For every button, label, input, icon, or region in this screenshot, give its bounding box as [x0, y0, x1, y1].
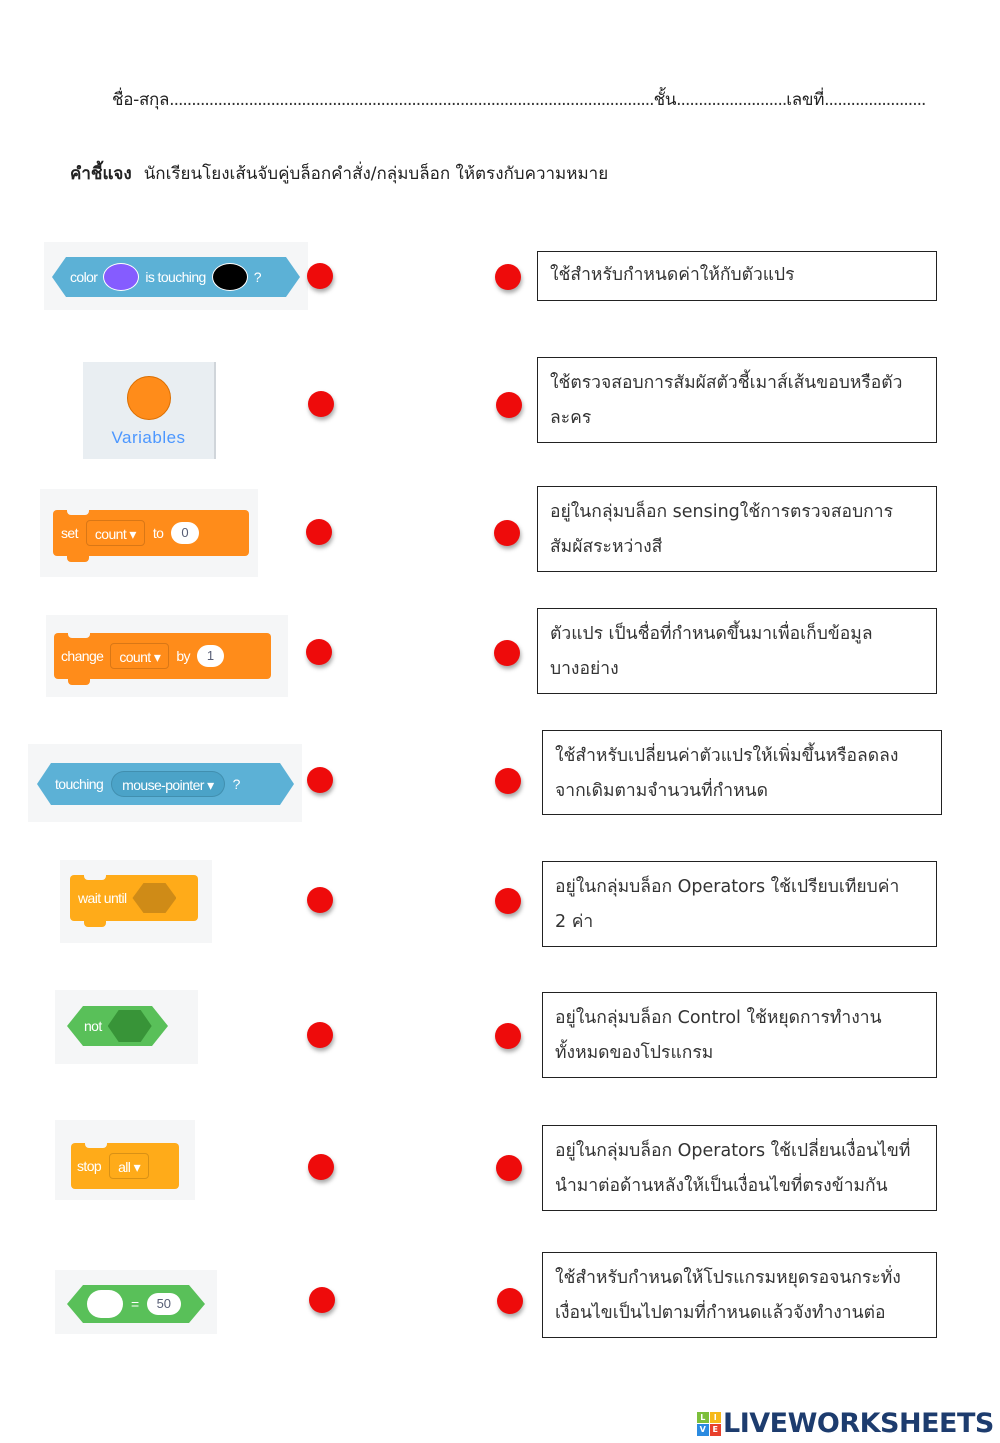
class-label: ชั้น [653, 90, 677, 110]
block-stop: stop all ▾ [71, 1142, 179, 1189]
description-box-7: อยู่ในกลุ่มบล็อก Control ใช้หยุดการทำงาน… [542, 992, 937, 1078]
description-text: ใช้ตรวจสอบการสัมผัสตัวชี้เมาส์เส้นขอบหรื… [550, 373, 903, 393]
right-match-dot-3[interactable] [494, 520, 520, 546]
value-input: 0 [171, 522, 199, 544]
liveworksheets-logo: L I V E LIVEWORKSHEETS [697, 1408, 994, 1439]
block-color-is-touching: color is touching ? [52, 257, 300, 297]
description-text: ละคร [550, 408, 592, 428]
left-match-dot-5[interactable] [307, 767, 333, 793]
logo-icon: L I V E [697, 1411, 721, 1436]
right-match-dot-9[interactable] [497, 1288, 523, 1314]
description-text: 2 ค่า [555, 912, 594, 932]
left-match-dot-1[interactable] [307, 263, 333, 289]
number-label: เลขที่ [786, 90, 825, 110]
class-field[interactable]: ......................... [676, 90, 787, 110]
block-text: ? [232, 776, 240, 792]
description-text: นำมาต่อด้านหลังให้เป็นเงื่อนไขที่ตรงข้าม… [555, 1176, 888, 1196]
description-box-1: ใช้สำหรับกำหนดค่าให้กับตัวแปร [537, 251, 937, 301]
block-text: is touching [145, 269, 206, 285]
variables-category-label: Variables [111, 428, 186, 447]
block-text: = [131, 1296, 139, 1312]
description-text: ใช้สำหรับกำหนดให้โปรแกรมหยุดรอจนกระทั่ง [555, 1268, 901, 1288]
description-box-9: ใช้สำหรับกำหนดให้โปรแกรมหยุดรอจนกระทั่ง … [542, 1252, 937, 1338]
description-text: จากเดิมตามจำนวนที่กำหนด [555, 781, 768, 801]
description-text: อยู่ในกลุ่มบล็อก Operators ใช้เปลี่ยนเงื… [555, 1141, 911, 1161]
block-text: touching [55, 776, 104, 792]
description-text: ใช้สำหรับเปลี่ยนค่าตัวแปรให้เพิ่มขึ้นหรื… [555, 746, 899, 766]
instruction-text: นักเรียนโยงเส้นจับคู่บล็อกคำสั่ง/กลุ่มบล… [143, 164, 609, 184]
variable-dropdown: count ▾ [110, 643, 170, 669]
description-text: เงื่อนไขเป็นไปตามที่กำหนดแล้วจังทำงานต่อ [555, 1303, 886, 1323]
block-wait-until: wait until [70, 874, 198, 927]
variables-category-icon [127, 376, 171, 420]
color-swatch-purple [103, 263, 139, 291]
right-match-dot-6[interactable] [495, 888, 521, 914]
number-field[interactable]: ....................... [824, 90, 926, 110]
instruction: คำชี้แจง นักเรียนโยงเส้นจับคู่บล็อกคำสั่ง… [70, 160, 608, 187]
block-touching: touching mouse-pointer ▾ ? [37, 763, 294, 805]
description-box-4: ตัวแปร เป็นชื่อที่กำหนดขึ้นมาเพื่อเก็บข้… [537, 608, 937, 694]
object-dropdown: mouse-pointer ▾ [111, 771, 224, 797]
value-input: 50 [147, 1293, 181, 1315]
student-info-line: ชื่อ-สกุล...............................… [112, 86, 964, 113]
value-input-empty [87, 1290, 123, 1318]
instruction-label: คำชี้แจง [70, 164, 132, 184]
description-text: อยู่ในกลุ่มบล็อก Operators ใช้เปรียบเทีย… [555, 877, 900, 897]
description-text: ทั้งหมดของโปรแกรม [555, 1043, 714, 1063]
block-change-variable: change count ▾ by 1 [54, 632, 271, 685]
variable-dropdown: count ▾ [85, 520, 145, 546]
description-box-5: ใช้สำหรับเปลี่ยนค่าตัวแปรให้เพิ่มขึ้นหรื… [542, 730, 942, 815]
block-equals: = 50 [67, 1285, 205, 1323]
description-text: ตัวแปร เป็นชื่อที่กำหนดขึ้นมาเพื่อเก็บข้… [550, 624, 873, 644]
description-box-6: อยู่ในกลุ่มบล็อก Operators ใช้เปรียบเทีย… [542, 861, 937, 947]
logo-text: LIVEWORKSHEETS [723, 1408, 994, 1439]
left-match-dot-2[interactable] [308, 391, 334, 417]
variables-category-button: Variables [83, 362, 216, 459]
block-text: wait until [78, 890, 127, 906]
description-text: อยู่ในกลุ่มบล็อก Control ใช้หยุดการทำงาน [555, 1008, 882, 1028]
color-swatch-black [212, 263, 248, 291]
left-match-dot-7[interactable] [307, 1022, 333, 1048]
left-match-dot-4[interactable] [306, 639, 332, 665]
right-match-dot-5[interactable] [495, 768, 521, 794]
block-text: not [84, 1018, 102, 1034]
block-text: by [176, 648, 190, 664]
left-match-dot-3[interactable] [306, 519, 332, 545]
block-text: color [70, 269, 98, 285]
description-box-3: อยู่ในกลุ่มบล็อก sensingใช้การตรวจสอบการ… [537, 486, 937, 572]
block-set-variable: set count ▾ to 0 [53, 509, 249, 562]
description-box-2: ใช้ตรวจสอบการสัมผัสตัวชี้เมาส์เส้นขอบหรื… [537, 357, 937, 443]
description-box-8: อยู่ในกลุ่มบล็อก Operators ใช้เปลี่ยนเงื… [542, 1125, 937, 1211]
name-label: ชื่อ-สกุล [112, 90, 170, 110]
value-input: 1 [196, 645, 225, 667]
left-match-dot-9[interactable] [309, 1287, 335, 1313]
right-match-dot-7[interactable] [495, 1023, 521, 1049]
right-match-dot-1[interactable] [495, 264, 521, 290]
description-text: สัมผัสระหว่างสี [550, 537, 663, 557]
block-text: change [61, 648, 104, 664]
stop-option-dropdown: all ▾ [109, 1153, 149, 1179]
description-text: บางอย่าง [550, 659, 619, 679]
block-text: to [152, 525, 164, 541]
right-match-dot-2[interactable] [496, 392, 522, 418]
description-text: อยู่ในกลุ่มบล็อก sensingใช้การตรวจสอบการ [550, 502, 893, 522]
right-match-dot-4[interactable] [494, 640, 520, 666]
right-match-dot-8[interactable] [496, 1155, 522, 1181]
description-text: ใช้สำหรับกำหนดค่าให้กับตัวแปร [550, 265, 795, 285]
name-field[interactable]: ........................................… [169, 90, 654, 110]
block-text: ? [253, 269, 261, 285]
block-not: not [67, 1006, 168, 1046]
block-text: set [61, 525, 78, 541]
block-text: stop [77, 1158, 102, 1174]
boolean-slot [132, 883, 177, 913]
boolean-slot [108, 1010, 152, 1042]
left-match-dot-8[interactable] [308, 1154, 334, 1180]
left-match-dot-6[interactable] [307, 887, 333, 913]
